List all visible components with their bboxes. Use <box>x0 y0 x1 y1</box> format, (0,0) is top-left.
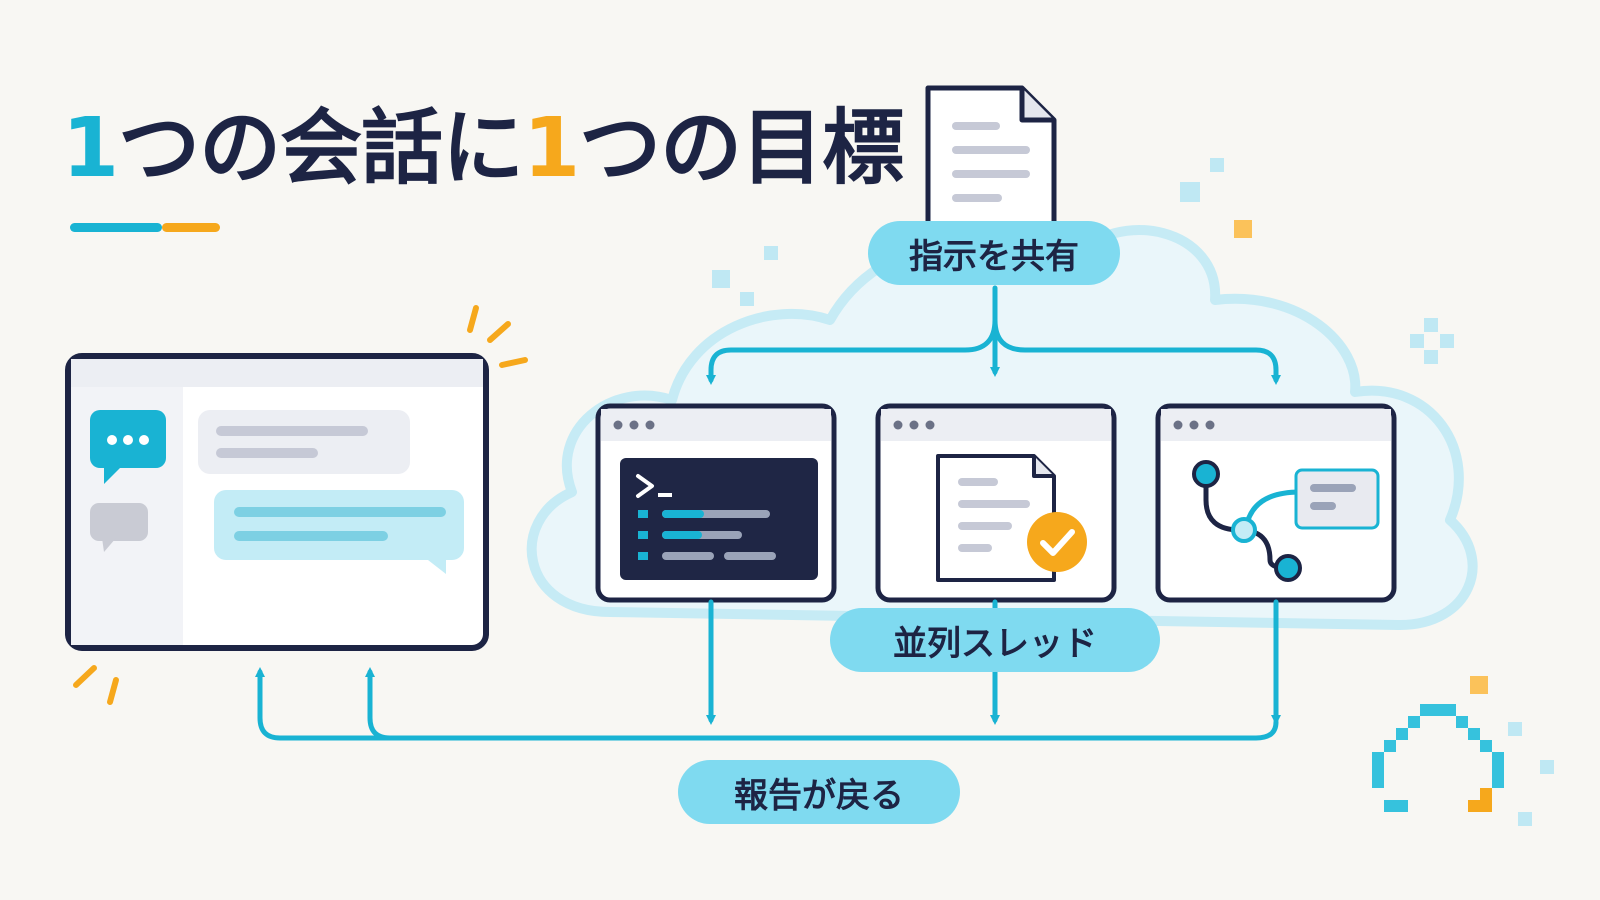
terminal-prompt-icon <box>636 474 654 498</box>
title-number-1: 1 <box>62 101 119 196</box>
distribution-arrows <box>706 285 1281 385</box>
title-underline-orange <box>162 223 220 232</box>
parallel-threads-label: 並列スレッド <box>830 608 1160 672</box>
title-underline-teal <box>70 223 162 232</box>
chat-window <box>65 353 489 651</box>
pixel-cloud-icon <box>1372 704 1504 812</box>
message-received <box>198 410 410 474</box>
chat-active-icon <box>90 410 166 484</box>
document-icon <box>925 85 1057 241</box>
share-instructions-label: 指示を共有 <box>868 221 1120 285</box>
checkmark-icon <box>1027 512 1087 572</box>
page-title: 1つの会話に1つの目標 <box>62 108 904 190</box>
sparkle-lines <box>73 305 528 705</box>
reports-return-label: 報告が戻る <box>678 760 960 824</box>
thread-window-branch <box>1155 403 1397 603</box>
title-text-2: つの目標 <box>579 101 904 196</box>
title-text-1: つの会話に <box>118 101 524 196</box>
terminal-icon <box>620 458 818 580</box>
chat-inactive-icon <box>90 503 148 552</box>
git-branch-icon <box>1192 460 1380 582</box>
thread-window-document <box>875 403 1117 603</box>
message-sent <box>214 490 464 574</box>
report-arrows <box>255 599 1281 741</box>
pixel-decorations <box>712 158 1554 826</box>
thread-window-terminal <box>595 403 837 603</box>
title-number-2: 1 <box>523 101 580 196</box>
